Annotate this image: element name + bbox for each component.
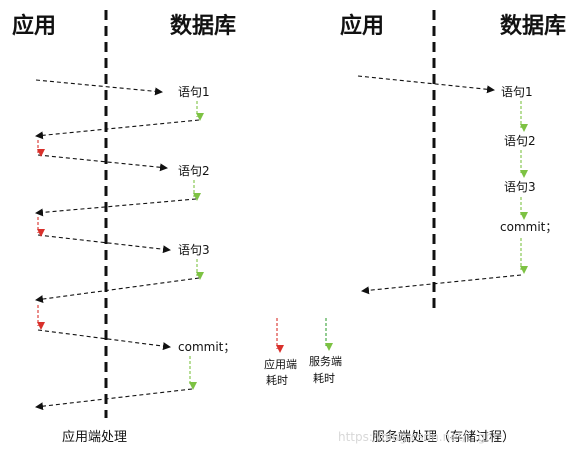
left-response-arrow-1 [35,119,200,140]
left-request-arrow-2 [37,154,168,172]
left-app-header: 应用 [12,13,56,39]
right-statement-4: commit； [500,220,557,234]
left-statement-2: 语句2 [178,164,210,178]
right-app-header: 应用 [340,13,384,39]
legend-server-time-label-line1: 服务端 [309,355,342,368]
left-response-arrow-4 [35,388,193,411]
left-statement-1: 语句1 [178,85,210,99]
left-request-arrow-4 [37,329,171,351]
legend-server-time-label-line2: 耗时 [313,372,335,385]
right-db-header: 数据库 [500,13,566,39]
left-request-arrow-3 [37,234,171,254]
left-response-arrow-2 [35,198,197,217]
right-request-arrow [357,75,495,94]
right-statement-2: 语句2 [504,134,536,148]
right-panel: 应用 数据库 语句1 语句2 语句3 commit； 服务端处理（存储过程） [340,10,566,445]
left-response-arrow-3 [35,277,200,304]
legend: 应用端 耗时 服务端 耗时 [264,318,342,387]
right-statement-1: 语句1 [501,85,533,99]
watermark: https://blog.csdn.net/...ght [338,430,498,444]
right-response-arrow [361,274,522,295]
right-caption: 服务端处理（存储过程） [372,429,515,445]
left-caption: 应用端处理 [62,429,127,445]
legend-app-time-label-line1: 应用端 [264,357,297,371]
left-statement-3: 语句3 [178,243,210,257]
left-panel: 应用 数据库 语句1 语句2 语句3 commit； 应用端处理 [12,10,236,445]
left-statement-4: commit； [178,340,235,354]
right-statement-3: 语句3 [504,180,536,194]
legend-app-time-label-line2: 耗时 [266,374,288,387]
left-db-header: 数据库 [170,13,236,39]
left-request-arrow-1 [35,79,163,96]
